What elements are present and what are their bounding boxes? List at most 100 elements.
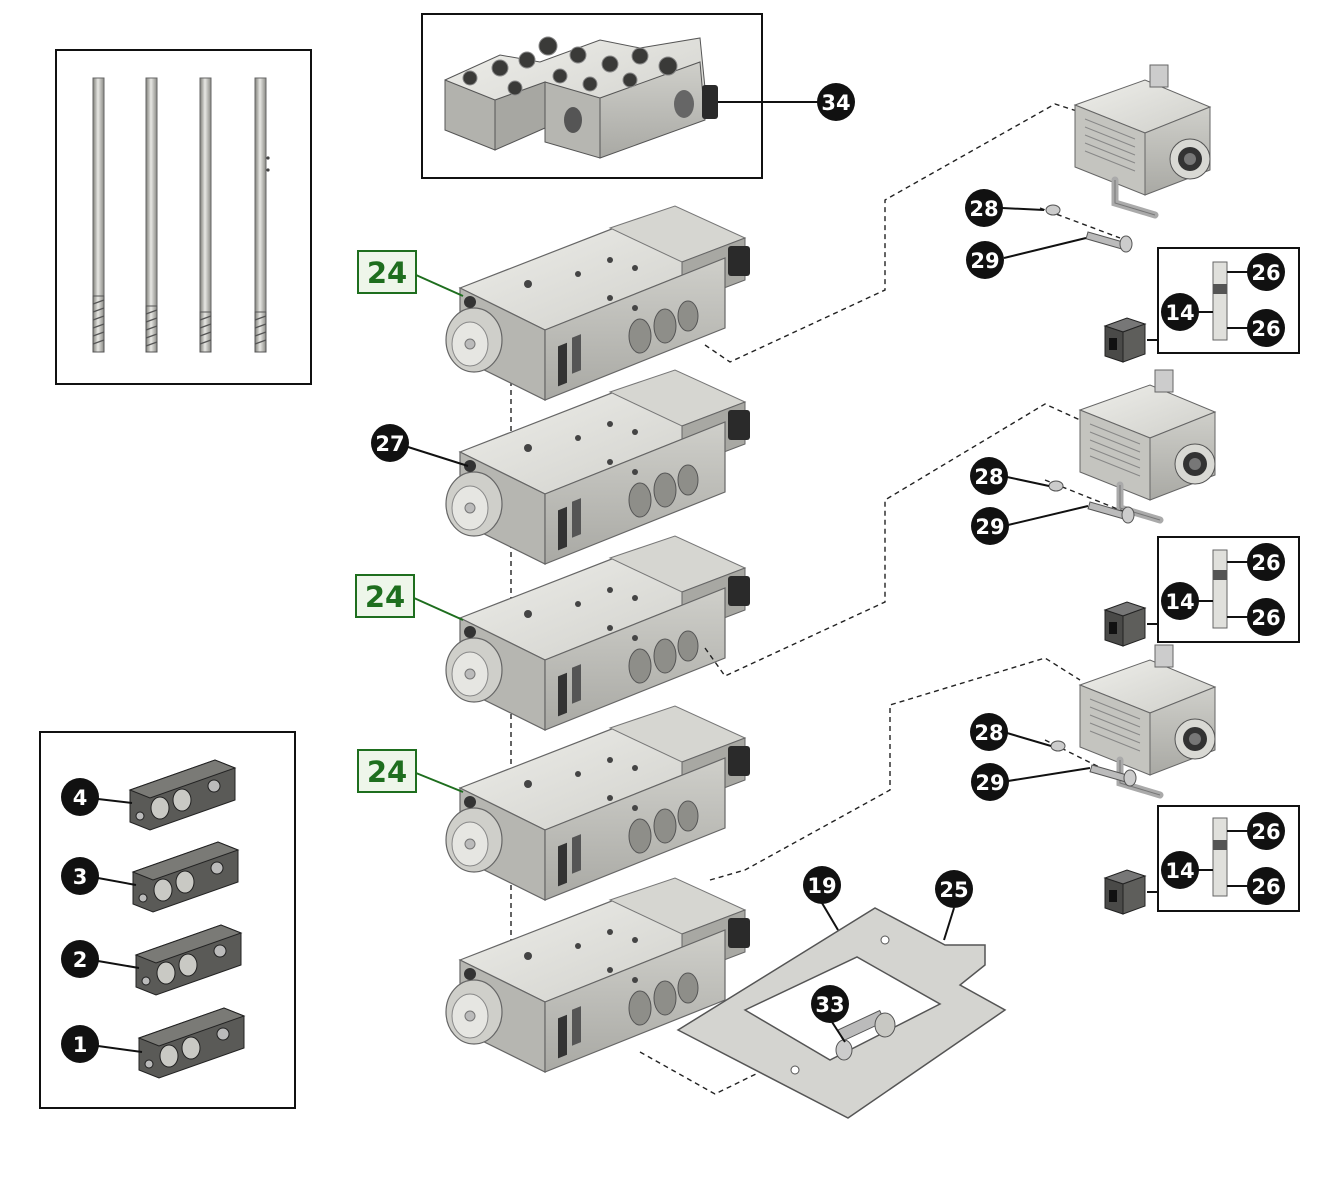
actuator-assembly-middle [1044,370,1300,647]
svg-text:28: 28 [969,197,998,221]
callout-26-top-a: 26 [1247,253,1285,291]
pin-seal-box-lower [1157,805,1300,912]
svg-text:1: 1 [73,1033,88,1057]
svg-text:25: 25 [939,878,968,902]
actuator-assembly-lower [1044,645,1300,915]
svg-text:26: 26 [1251,820,1280,844]
svg-text:27: 27 [375,432,404,456]
svg-text:28: 28 [974,721,1003,745]
washer-icon [1045,204,1061,216]
leader-4 [97,798,133,804]
leader-3 [97,877,137,886]
actuator-assembly-top [1039,65,1300,363]
callout-26-lower-a: 26 [1247,812,1285,850]
callout-14-lower: 14 [1161,851,1199,889]
callout-14-top: 14 [1161,293,1199,331]
leader-24-middle [413,597,464,621]
spacer-plate-3 [132,841,239,913]
callout-29-middle: 29 [971,507,1009,545]
svg-text:14: 14 [1165,590,1194,614]
svg-text:26: 26 [1251,551,1280,575]
svg-text:2: 2 [73,948,88,972]
callout-28-middle: 28 [970,457,1008,495]
callout-19: 19 [803,866,841,904]
callout-27: 27 [371,424,409,462]
svg-text:26: 26 [1251,606,1280,630]
right-callouts: 28 29 26 14 26 28 29 26 14 26 28 29 26 1… [965,189,1285,905]
svg-text:28: 28 [974,465,1003,489]
svg-text:19: 19 [807,874,836,898]
tie-rod-3 [199,77,212,353]
svg-text:29: 29 [970,249,999,273]
svg-text:29: 29 [975,515,1004,539]
svg-text:29: 29 [975,771,1004,795]
svg-text:26: 26 [1251,875,1280,899]
svg-text:4: 4 [73,786,88,810]
pin-icon [1212,261,1228,341]
dash-link-gasket [639,1051,761,1095]
label-24-middle: 24 [355,574,415,618]
leader-2 [97,960,140,969]
valve-section-3 [445,535,751,731]
label-24-lower: 24 [357,749,417,793]
screw-icon [1089,764,1137,787]
tie-rod-4 [254,77,270,353]
washer-icon [1050,740,1066,752]
callout-1: 1 [61,1025,99,1063]
tie-rods-panel [55,49,312,385]
valve-section-4 [445,705,751,901]
washer-icon [1048,480,1064,492]
pin-seal-box-middle [1157,536,1300,643]
callout-26-middle-b: 26 [1247,598,1285,636]
callout-14-middle: 14 [1161,582,1199,620]
connector-block [1104,869,1146,915]
screw-icon [1085,231,1133,253]
leader-19 [821,902,839,931]
callout-3: 3 [61,857,99,895]
svg-text:24: 24 [365,580,405,614]
connector-block [1104,601,1146,647]
leader-25 [943,907,955,941]
dash-link-1 [704,103,1081,363]
valve-section-1 [445,205,751,401]
callout-28-top: 28 [965,189,1003,227]
spacer-plates-panel [39,731,296,1109]
dash-link-2 [704,403,1081,677]
callout-26-lower-b: 26 [1247,867,1285,905]
callout-29-top: 29 [966,241,1004,279]
pin-seal-box-top [1157,247,1300,354]
dash-link-3 [709,657,1081,881]
tie-rod-1 [92,77,105,353]
callout-4: 4 [61,778,99,816]
tie-rods [92,77,270,353]
svg-text:14: 14 [1165,301,1194,325]
connector-block [1104,317,1146,363]
tie-rod-2 [145,77,158,353]
svg-text:26: 26 [1251,317,1280,341]
cap-screw [835,1009,896,1061]
svg-text:3: 3 [73,865,88,889]
pin-icon [1212,817,1228,897]
svg-text:24: 24 [367,755,407,789]
svg-text:34: 34 [821,91,850,115]
spacer-plate-1 [138,1007,245,1079]
spacer-plate-2 [135,924,242,996]
callout-29-lower: 29 [971,763,1009,801]
svg-text:24: 24 [367,256,407,290]
leader-27 [407,446,469,467]
leader-33 [831,1021,846,1043]
end-plate-panel [421,13,763,179]
callout-2: 2 [61,940,99,978]
pin-icon [1212,549,1228,629]
screw-icon [1087,501,1135,524]
callout-25: 25 [935,870,973,908]
callout-33: 33 [811,985,849,1023]
svg-text:14: 14 [1165,859,1194,883]
leader-24-lower [415,772,464,793]
spacer-plate-4 [129,759,236,831]
leader-1 [97,1045,143,1053]
svg-text:26: 26 [1251,261,1280,285]
callout-34: 34 [817,83,855,121]
callout-28-lower: 28 [970,713,1008,751]
